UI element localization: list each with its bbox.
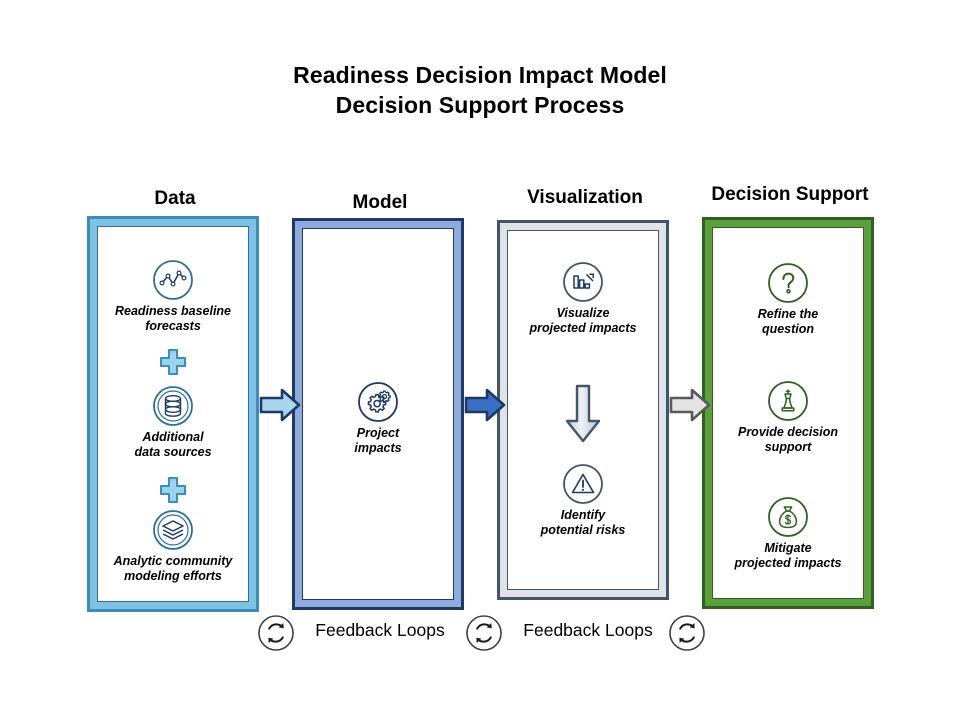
- separator-plus-2: [98, 475, 248, 510]
- separator-plus-1: [98, 347, 248, 382]
- item-label: Readiness baseline forecasts: [114, 304, 232, 333]
- refresh-loop-icon: [466, 615, 502, 651]
- right-arrow-icon: [464, 388, 506, 422]
- feedback-loop-icon-3[interactable]: [668, 614, 706, 657]
- money-bag-icon: [768, 497, 808, 537]
- arrow-visualization-to-decision-support: [668, 383, 712, 432]
- gears-icon: [358, 382, 398, 422]
- plus-icon: [160, 349, 186, 375]
- layers-icon: [153, 510, 193, 550]
- panel-visualization[interactable]: Visualize projected impacts: [497, 220, 669, 600]
- item-visualize-projected-impacts[interactable]: Visualize projected impacts: [508, 261, 658, 336]
- feedback-loops-label-1: Feedback Loops: [315, 620, 445, 640]
- question-mark-icon: [768, 263, 808, 303]
- plus-icon: [160, 477, 186, 503]
- database-icon: [153, 386, 193, 426]
- line-chart-icon: [153, 260, 193, 300]
- arrow-model-to-visualization: [463, 383, 507, 432]
- warning-triangle-icon: [563, 464, 603, 504]
- panel-decision-support-outer-border: [702, 217, 874, 609]
- item-label: Mitigate projected impacts: [734, 541, 842, 570]
- item-label: Additional data sources: [134, 430, 212, 459]
- column-header-data: Data: [154, 188, 196, 209]
- panel-model[interactable]: Project impacts: [292, 218, 464, 610]
- item-label: Provide decision support: [737, 425, 839, 454]
- title-line-1: Readiness Decision Impact Model: [293, 62, 667, 88]
- right-arrow-icon: [669, 388, 711, 422]
- item-additional-data-sources[interactable]: Additional data sources: [98, 385, 248, 460]
- column-header-model: Model: [352, 192, 408, 213]
- feedback-loop-icon-1[interactable]: [257, 614, 295, 657]
- item-label: Refine the question: [757, 307, 819, 336]
- panel-data-outer-border: [87, 216, 259, 612]
- item-provide-decision-support[interactable]: Provide decision support: [713, 380, 863, 455]
- item-label: Identify potential risks: [540, 508, 626, 537]
- chess-piece-icon: [768, 381, 808, 421]
- refresh-loop-icon: [258, 615, 294, 651]
- item-readiness-baseline-forecasts[interactable]: Readiness baseline forecasts: [98, 259, 248, 334]
- panel-decision-support[interactable]: Refine the question Provide decision sup…: [702, 217, 874, 609]
- panel-visualization-body: Visualize projected impacts: [507, 230, 659, 590]
- bar-chart-arrow-icon: [563, 262, 603, 302]
- right-arrow-icon: [259, 388, 301, 422]
- panel-model-body: Project impacts: [302, 228, 454, 600]
- panel-decision-support-body: Refine the question Provide decision sup…: [712, 227, 864, 599]
- item-identify-potential-risks[interactable]: Identify potential risks: [508, 463, 658, 538]
- refresh-loop-icon: [669, 615, 705, 651]
- title-line-2: Decision Support Process: [335, 92, 625, 118]
- feedback-loop-icon-2[interactable]: [465, 614, 503, 657]
- column-header-visualization: Visualization: [527, 187, 643, 208]
- item-label: Analytic community modeling efforts: [113, 554, 233, 583]
- separator-down-arrow: [508, 383, 658, 450]
- item-label: Visualize projected impacts: [529, 306, 637, 335]
- column-header-decision-support: Decision Support: [711, 184, 869, 205]
- feedback-loops-label-2: Feedback Loops: [523, 620, 653, 640]
- item-project-impacts[interactable]: Project impacts: [303, 381, 453, 456]
- item-refine-the-question[interactable]: Refine the question: [713, 262, 863, 337]
- panel-data[interactable]: Readiness baseline forecasts Add: [87, 216, 259, 612]
- page-title: Readiness Decision Impact Model Decision…: [0, 60, 960, 120]
- item-label: Project impacts: [354, 426, 402, 455]
- panel-data-body: Readiness baseline forecasts Add: [97, 226, 249, 602]
- down-arrow-icon: [565, 384, 601, 443]
- panel-model-outer-border: [292, 218, 464, 610]
- item-analytic-community-modeling-efforts[interactable]: Analytic community modeling efforts: [98, 509, 248, 584]
- item-mitigate-projected-impacts[interactable]: Mitigate projected impacts: [713, 496, 863, 571]
- arrow-data-to-model: [258, 383, 302, 432]
